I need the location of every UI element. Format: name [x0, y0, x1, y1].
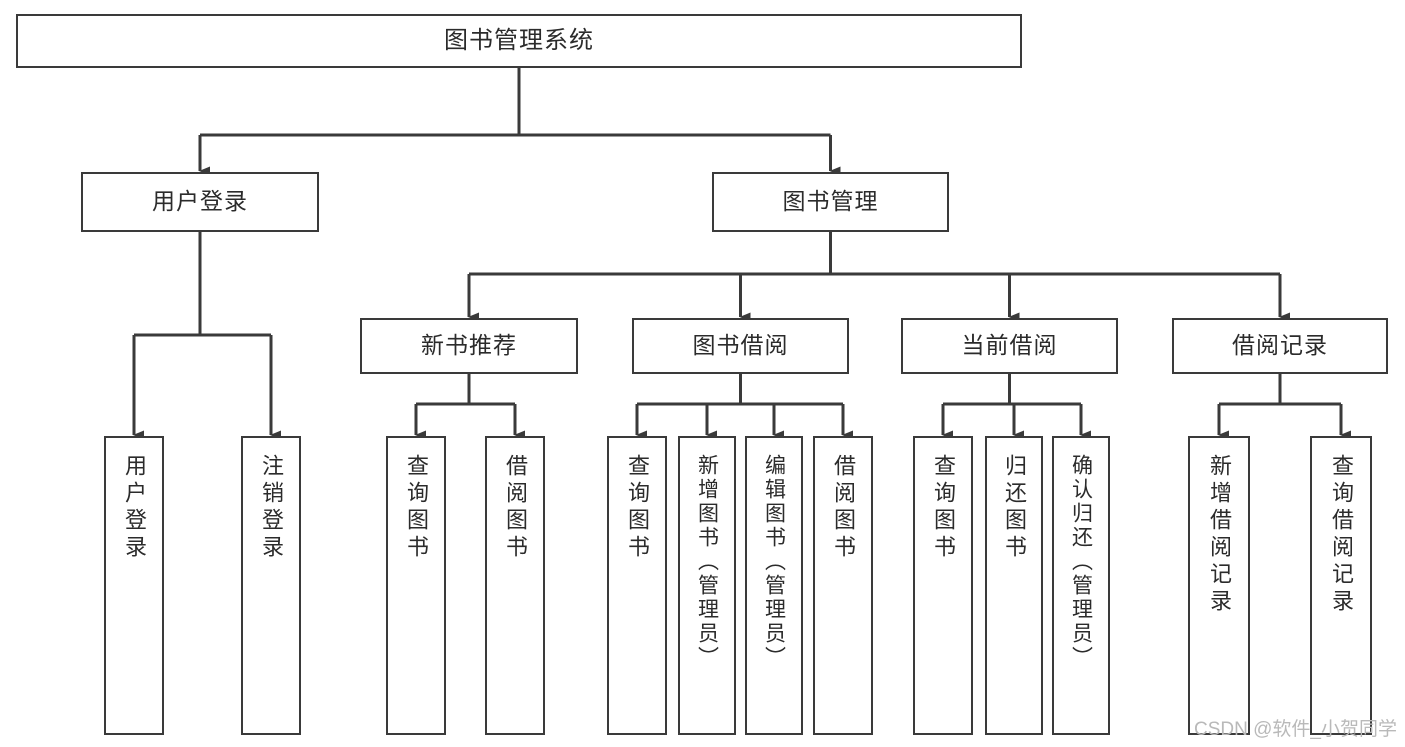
- node-label: 用户登录: [122, 454, 147, 562]
- node-label: 注销登录: [259, 454, 284, 562]
- node-l-user-login[interactable]: 用户登录: [104, 436, 164, 735]
- node-l-user-logout[interactable]: 注销登录: [241, 436, 301, 735]
- node-label: 编辑图书（管理员）: [762, 454, 786, 670]
- node-label: 新增图书（管理员）: [695, 454, 719, 670]
- node-l-rc-add[interactable]: 新增借阅记录: [1188, 436, 1250, 735]
- node-label: 归还图书: [1002, 454, 1027, 562]
- node-l-rc-query[interactable]: 查询借阅记录: [1310, 436, 1372, 735]
- node-label: 用户登录: [152, 188, 248, 215]
- node-n-records[interactable]: 借阅记录: [1172, 318, 1388, 374]
- node-n-current[interactable]: 当前借阅: [901, 318, 1118, 374]
- node-n-borrow[interactable]: 图书借阅: [632, 318, 849, 374]
- node-l-bb-query[interactable]: 查询图书: [607, 436, 667, 735]
- node-l-nr-borrow[interactable]: 借阅图书: [485, 436, 545, 735]
- node-label: 查询借阅记录: [1329, 454, 1354, 616]
- node-label: 图书管理: [782, 188, 879, 215]
- node-l-bb-borrow[interactable]: 借阅图书: [813, 436, 873, 735]
- node-label: 查询图书: [625, 454, 650, 562]
- node-label: 借阅图书: [503, 454, 528, 562]
- node-label: 借阅图书: [831, 454, 856, 562]
- node-label: 当前借阅: [961, 332, 1058, 359]
- node-l-bb-edit[interactable]: 编辑图书（管理员）: [745, 436, 803, 735]
- node-label: 图书管理系统: [444, 26, 594, 54]
- node-n-user-login[interactable]: 用户登录: [81, 172, 319, 232]
- node-n-new-rec[interactable]: 新书推荐: [360, 318, 578, 374]
- node-l-cb-return[interactable]: 归还图书: [985, 436, 1043, 735]
- node-label: 新增借阅记录: [1207, 454, 1232, 616]
- node-l-cb-confirm[interactable]: 确认归还（管理员）: [1052, 436, 1110, 735]
- node-l-cb-query[interactable]: 查询图书: [913, 436, 973, 735]
- csdn-watermark: CSDN @软件_小贺同学: [1194, 719, 1397, 740]
- node-label: 新书推荐: [421, 332, 517, 359]
- node-label: 确认归还（管理员）: [1069, 454, 1093, 670]
- node-root[interactable]: 图书管理系统: [16, 14, 1022, 68]
- node-label: 图书借阅: [692, 332, 789, 359]
- node-n-book-mgmt[interactable]: 图书管理: [712, 172, 949, 232]
- node-label: 查询图书: [404, 454, 429, 562]
- node-label: 查询图书: [931, 454, 956, 562]
- node-label: 借阅记录: [1232, 332, 1328, 359]
- node-l-nr-query[interactable]: 查询图书: [386, 436, 446, 735]
- node-l-bb-add[interactable]: 新增图书（管理员）: [678, 436, 736, 735]
